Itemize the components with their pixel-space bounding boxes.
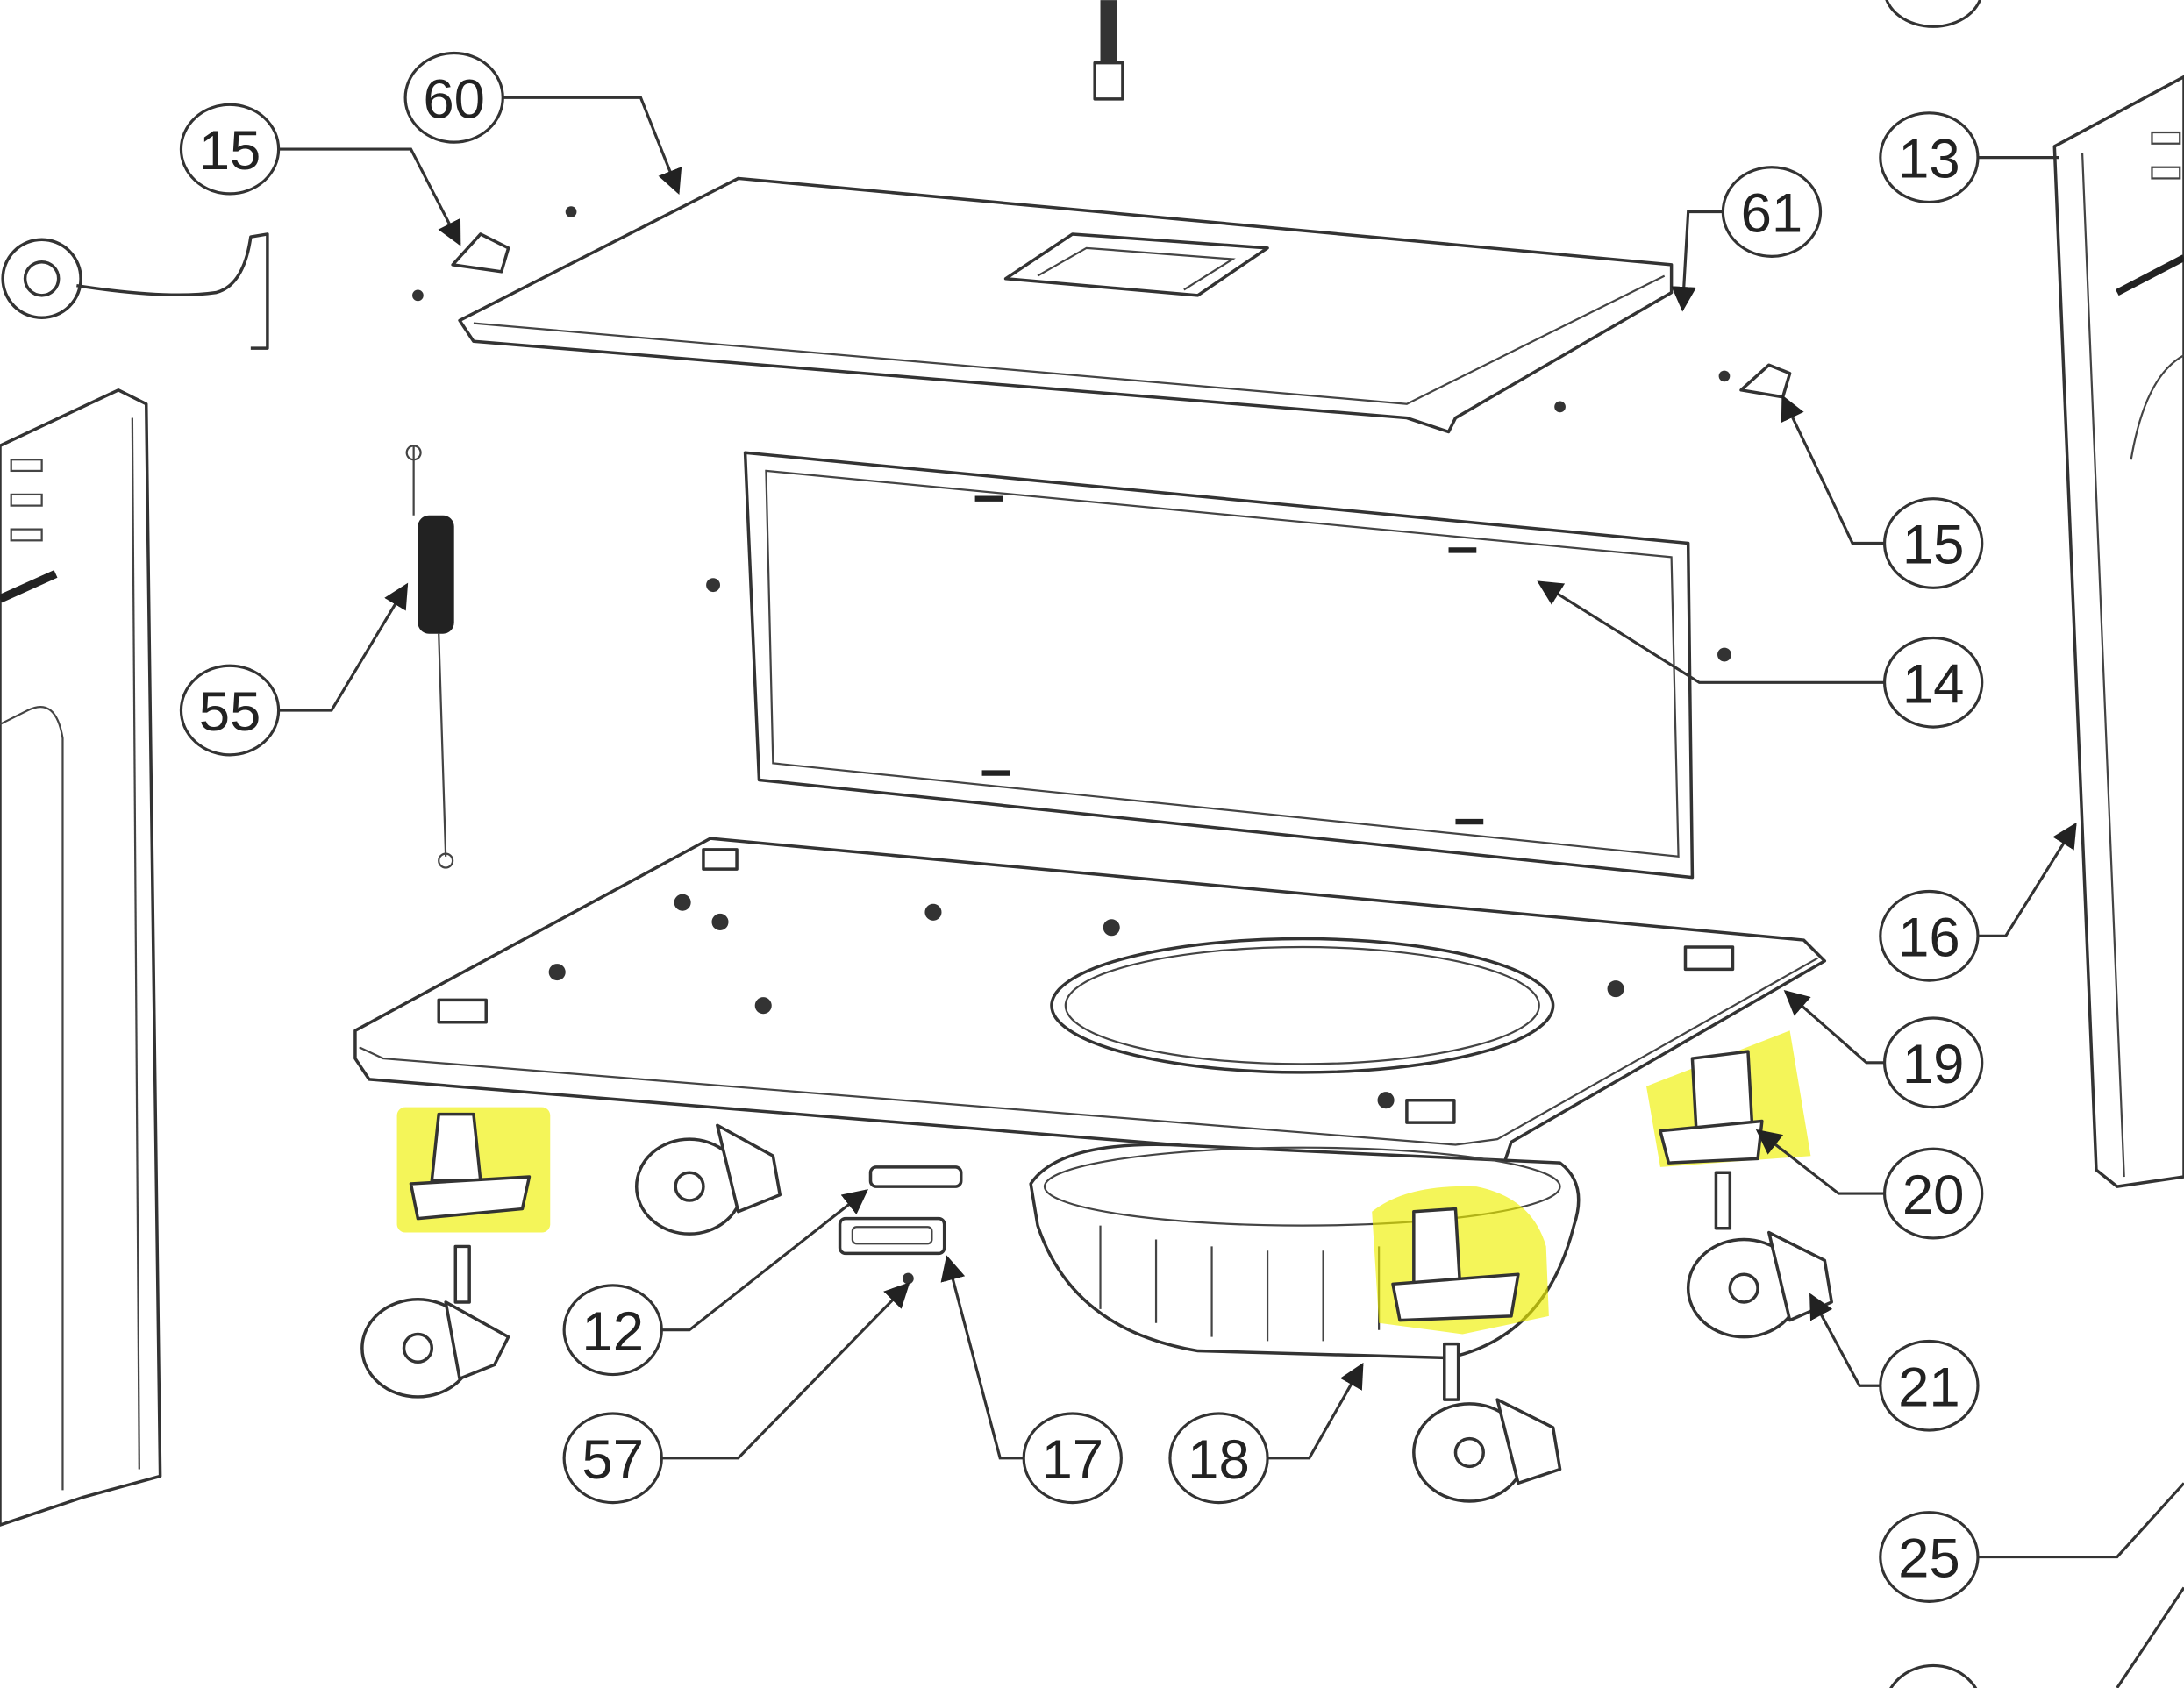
callout-17[interactable]: 17 xyxy=(1022,1412,1123,1505)
hose-fitting-top xyxy=(1093,0,1124,101)
callout-21-label: 21 xyxy=(1898,1356,1960,1418)
callout-18-label: 18 xyxy=(1188,1428,1250,1491)
callout-15-top-left[interactable]: 15 xyxy=(179,103,281,196)
caster-front-left xyxy=(360,1244,510,1399)
small-cover-17 xyxy=(838,1216,946,1256)
base-plate xyxy=(353,837,1827,1169)
callout-21[interactable]: 21 xyxy=(1879,1339,1980,1432)
callout-25-label: 25 xyxy=(1898,1528,1960,1590)
callout-57[interactable]: 57 xyxy=(562,1412,663,1505)
callout-61[interactable]: 61 xyxy=(1721,166,1823,258)
callout-15-label: 15 xyxy=(199,119,261,182)
callout-12-label: 12 xyxy=(582,1300,644,1363)
callout-16-label: 16 xyxy=(1898,906,1960,968)
highlighted-leveling-foot-center xyxy=(1372,1186,1549,1335)
callout-12[interactable]: 12 xyxy=(562,1284,663,1377)
callout-17-label: 17 xyxy=(1041,1428,1103,1491)
callout-13-label: 13 xyxy=(1898,128,1960,190)
left-side-panel xyxy=(0,388,162,1527)
callout-19[interactable]: 19 xyxy=(1882,1016,1984,1109)
callout-15-right[interactable]: 15 xyxy=(1882,497,1984,589)
rear-panel xyxy=(706,451,1731,880)
callout-60[interactable]: 60 xyxy=(403,51,504,144)
callout-55-label: 55 xyxy=(199,680,261,743)
callout-13[interactable]: 13 xyxy=(1879,111,1980,204)
callout-14[interactable]: 14 xyxy=(1882,636,1984,729)
screw-57 xyxy=(903,1272,914,1285)
callout-cut-bottom-right xyxy=(1889,1663,1978,1688)
callout-cut-top-right xyxy=(1885,0,1981,28)
callout-20-label: 20 xyxy=(1902,1164,1965,1226)
caster-front-right xyxy=(1686,1171,1833,1339)
hinge-bracket-left xyxy=(451,232,510,274)
callout-20[interactable]: 20 xyxy=(1882,1147,1984,1240)
callout-61-label: 61 xyxy=(1741,182,1803,245)
callout-15b-label: 15 xyxy=(1902,514,1965,576)
caster-rear-left xyxy=(634,1123,782,1236)
inlet-valve xyxy=(1,232,269,350)
callout-14-label: 14 xyxy=(1902,652,1965,715)
caster-front-center xyxy=(1412,1342,1562,1503)
callout-55[interactable]: 55 xyxy=(179,664,281,757)
small-bracket-12 xyxy=(868,1165,963,1188)
hinge-bracket-right xyxy=(1739,363,1792,399)
callout-25[interactable]: 25 xyxy=(1879,1511,1980,1603)
callout-18[interactable]: 18 xyxy=(1168,1412,1269,1505)
callout-16[interactable]: 16 xyxy=(1879,889,1980,982)
callout-60-label: 60 xyxy=(423,68,485,130)
callout-19-label: 19 xyxy=(1902,1033,1965,1095)
highlighted-leveling-foot-left xyxy=(396,1107,551,1233)
top-cover-panel xyxy=(412,176,1731,434)
suspension-spring xyxy=(405,445,454,869)
leader-lines xyxy=(278,96,2184,1688)
callout-57-label: 57 xyxy=(582,1428,644,1491)
right-side-panel xyxy=(2052,75,2184,1188)
